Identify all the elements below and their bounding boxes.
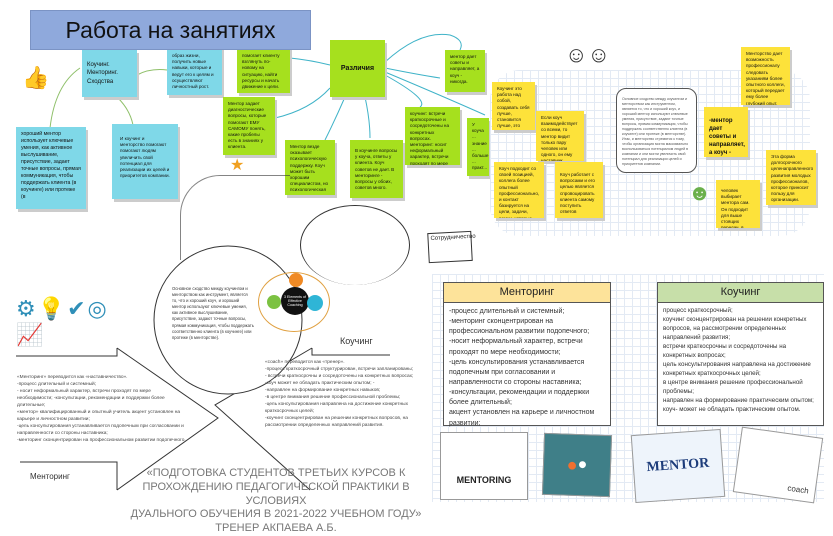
- similarity-round-box: Основное сходство между коучингом и мент…: [616, 88, 697, 173]
- green-note-2: Ментор задает диагностические вопросы, к…: [223, 97, 275, 155]
- yellow-note-2: Если коуч взаимодействует со всеми, то м…: [536, 111, 584, 161]
- juggler-icon: ☻: [688, 180, 712, 205]
- diagram-circle-blue: [307, 295, 323, 311]
- similarities-note: Коучинг. Менторинг. Сходства: [82, 50, 137, 97]
- cooperation-card: Сотрудничество: [427, 230, 476, 264]
- mentoring-box: Менторинг -процесс длительный и системны…: [443, 282, 611, 427]
- people-sketch: [180, 175, 290, 260]
- green-note-1: помогает клиенту взглянуть по-новому на …: [237, 45, 290, 93]
- thumbs-up-icon: 👍: [22, 65, 50, 90]
- yellow-note-7: Эта форма долгосрочного целенаправленног…: [766, 150, 816, 205]
- mentoring-header: Менторинг: [444, 283, 610, 303]
- yellow-note-1: Коучинг это работа над собой, создавать …: [492, 82, 535, 130]
- blue-note-top: образ жизни, получить новые навыки, кото…: [167, 45, 222, 95]
- mentoring-body: -процесс длительный и системный; -ментор…: [449, 308, 595, 427]
- yellow-note-4: Коуч работает с вопросами и его целью яв…: [555, 162, 603, 218]
- mentoring-image: MENTORING: [440, 432, 528, 500]
- coaching-diagram: 3 Elements of Effective Coaching: [258, 272, 330, 332]
- footer-caption: «ПОДГОТОВКА СТУДЕНТОВ ТРЕТЬИХ КУРСОВ К П…: [130, 467, 422, 534]
- diagram-circle-green: [267, 295, 281, 309]
- brain-image: ●●: [541, 432, 613, 498]
- mentoring-label: Менторинг: [30, 472, 70, 481]
- coaching-header: Коучинг: [658, 283, 823, 303]
- coaching-box: Коучинг процесс краткосрочный; коучинг с…: [657, 282, 824, 426]
- stick-figures-icon: ☺☺: [565, 42, 610, 67]
- star-icon: ★: [230, 157, 245, 174]
- hand-sketch: [300, 205, 410, 285]
- coaching-label: Коучинг: [340, 336, 373, 346]
- yellow-note-6: -ментор дает советы и направляет, а коуч…: [704, 107, 748, 157]
- differences-note: Различия: [330, 40, 385, 97]
- diagram-circle-orange: [289, 273, 303, 287]
- diagram-center: 3 Elements of Effective Coaching: [281, 287, 309, 315]
- green-note-6: коучинг: встречи краткосрочные и сосредо…: [405, 107, 460, 165]
- yellow-note-8: человек выбирает ментора сам. Он подходи…: [716, 180, 760, 228]
- similarity-circle-text: Основное сходство между коучингом и мент…: [172, 286, 254, 340]
- coach-image: coach: [732, 426, 824, 504]
- page-title: Работа на занятиях: [30, 10, 311, 50]
- yellow-note-3: Коуч подходит со своей позицией, коллега…: [494, 162, 544, 218]
- green-note-7: У коуча ... знание ... больше ... практ.…: [467, 118, 489, 176]
- yellow-note-5: Менторство дает возможность профессионал…: [741, 47, 790, 105]
- mentoring-text: «Менторинг» переводится как «наставничес…: [17, 375, 186, 443]
- figures-icons: ⚙💡✔◎📈: [16, 296, 109, 348]
- green-note-4: В коучинге вопросы у коуча, ответы у кли…: [350, 140, 403, 198]
- green-note-3: Ментор везде оказывает психологическую п…: [285, 140, 335, 195]
- coaching-text: «coach» переводится как «тренер». -проце…: [265, 360, 414, 428]
- green-note-5: ментор дает советы и направляет, а коуч …: [445, 50, 485, 92]
- blue-note-left: хороший ментор использует ключевые умени…: [16, 127, 86, 209]
- mentor-image: MENTOR: [630, 428, 726, 504]
- coaching-body: процесс краткосрочный; коучинг сконцентр…: [663, 307, 814, 413]
- blue-note-mid: И коучинг и менторство помогают помогают…: [112, 124, 178, 199]
